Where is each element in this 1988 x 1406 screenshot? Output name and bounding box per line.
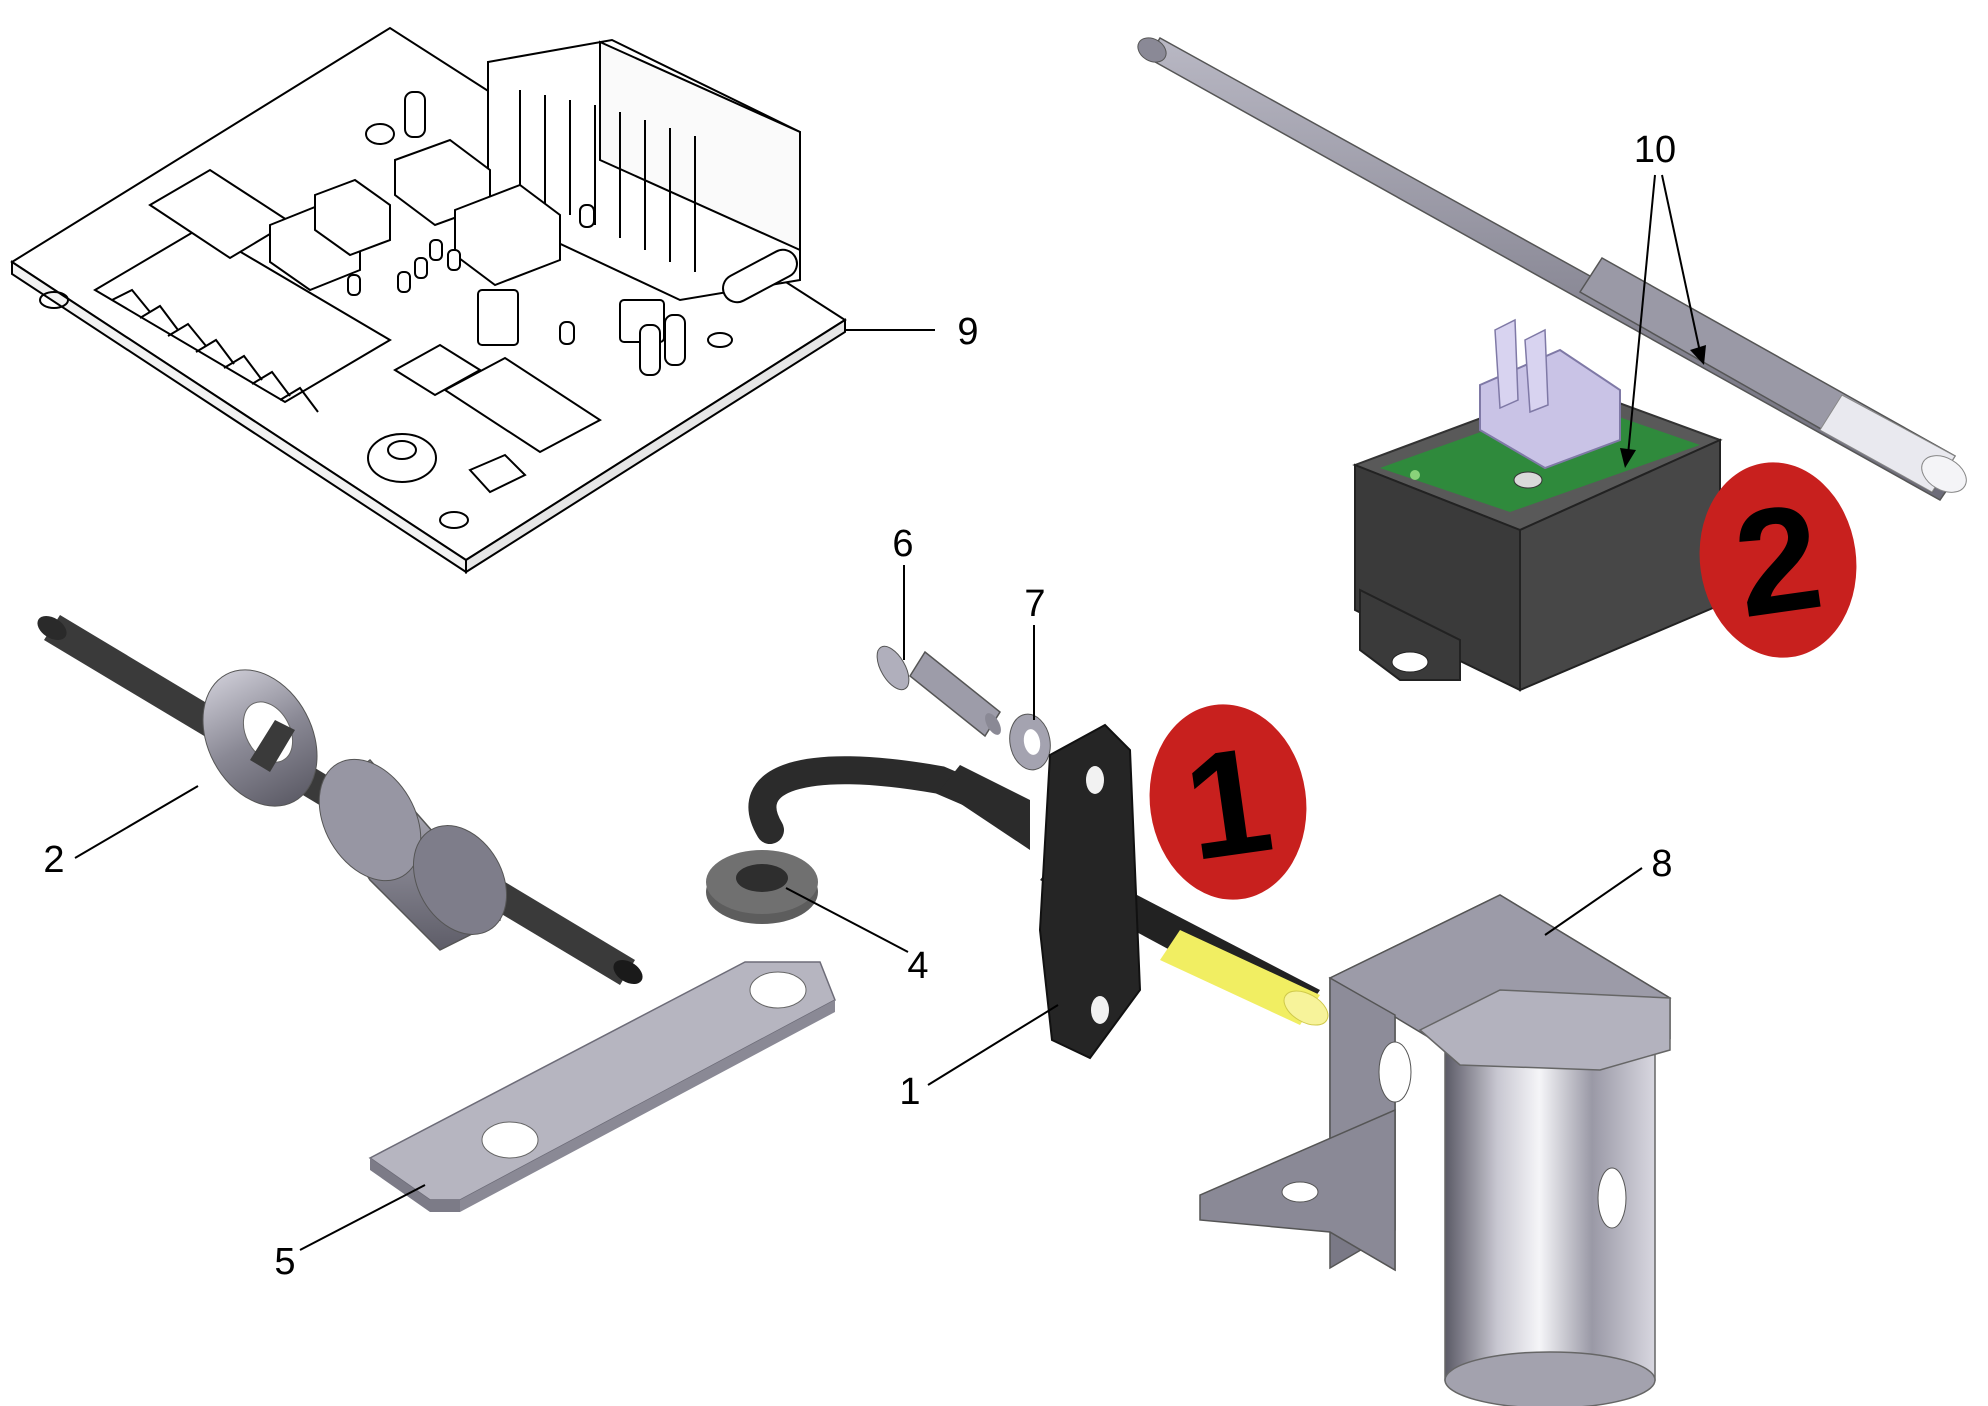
badge-2: 2 — [1699, 462, 1857, 658]
leader-10b — [1661, 174, 1701, 353]
probe-rod — [1137, 36, 1967, 501]
cable-with-gland — [37, 615, 643, 985]
leader-10a — [1627, 174, 1656, 456]
leader-2 — [74, 785, 199, 859]
callout-labels: 9 10 2 4 5 6 7 8 1 — [43, 129, 1676, 1283]
bracket — [1199, 894, 1672, 1406]
callout-4: 4 — [907, 945, 928, 987]
leader-lines — [74, 174, 1706, 1251]
callout-10: 10 — [1634, 129, 1676, 171]
leader-5 — [299, 1184, 426, 1251]
washer — [1009, 713, 1051, 771]
sensor-housing — [1352, 318, 1723, 692]
flat-plate — [368, 961, 836, 1212]
circuit-board — [10, 26, 847, 574]
callout-9: 9 — [957, 311, 978, 353]
callout-7: 7 — [1024, 583, 1045, 625]
screw — [876, 645, 1001, 738]
badge-1: 1 — [1149, 704, 1307, 900]
leader-4 — [785, 887, 909, 953]
callout-8: 8 — [1651, 843, 1672, 885]
leader-1 — [927, 1004, 1059, 1086]
callout-6: 6 — [892, 523, 913, 565]
callout-5: 5 — [274, 1241, 295, 1283]
leader-8 — [1544, 867, 1643, 936]
callout-2: 2 — [43, 839, 64, 881]
flame-sensor — [748, 723, 1329, 1060]
grommet — [706, 850, 818, 924]
callout-1: 1 — [899, 1071, 920, 1113]
